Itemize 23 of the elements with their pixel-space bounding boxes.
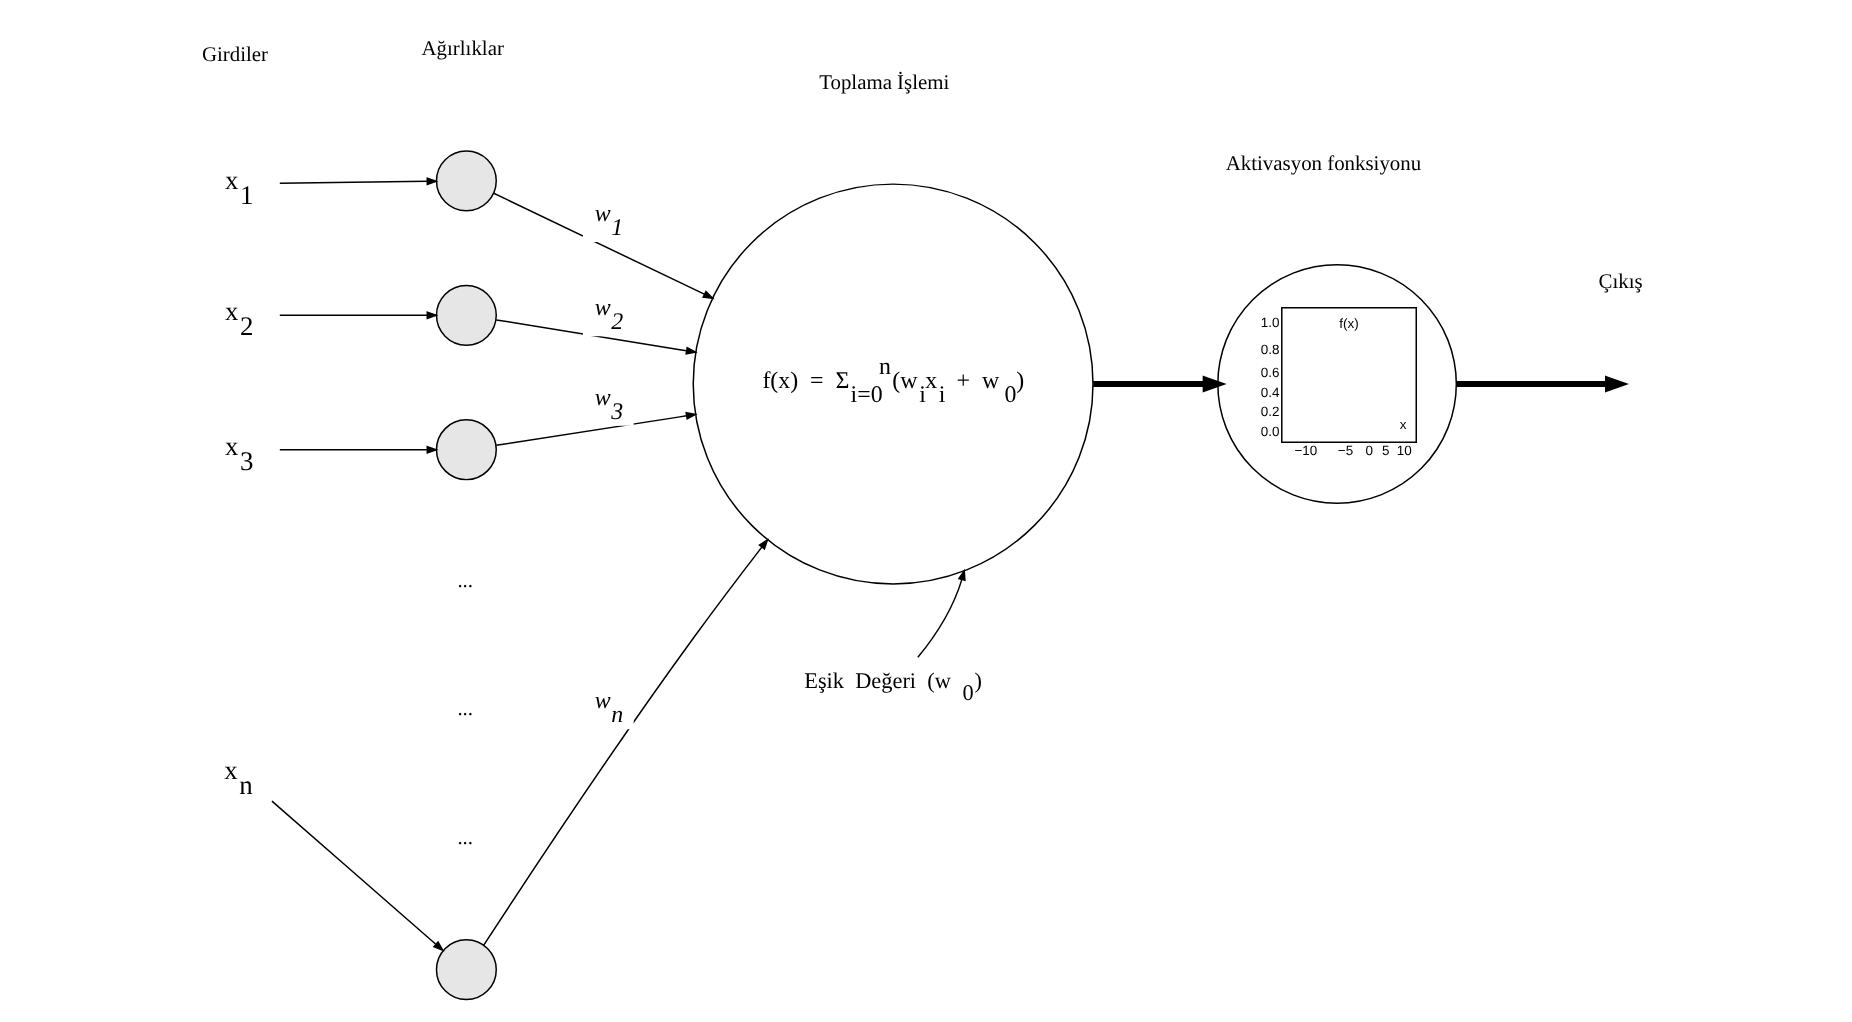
arrow (271, 800, 445, 952)
label: Çıkış (1598, 271, 1643, 294)
arrow (279, 177, 439, 186)
arrow (495, 411, 698, 447)
arrow (917, 568, 966, 659)
arrow (495, 319, 698, 355)
arrow (279, 445, 439, 454)
arrow (1456, 375, 1629, 393)
arrow (483, 538, 769, 946)
node-circle (435, 939, 497, 1001)
label: Toplama İşlemi (819, 73, 950, 96)
node-circle (435, 150, 497, 212)
label: Girdiler (201, 44, 269, 67)
node-circle (435, 419, 497, 481)
arrow (493, 192, 715, 300)
label: ... (457, 699, 474, 722)
label: ... (457, 570, 474, 593)
arrow (279, 311, 439, 320)
arrow (1093, 375, 1227, 393)
label: Ağırlıklar (421, 38, 504, 61)
label: Aktivasyon fonksiyonu (1225, 153, 1422, 176)
label: ... (457, 827, 474, 850)
node-circle (435, 284, 497, 346)
